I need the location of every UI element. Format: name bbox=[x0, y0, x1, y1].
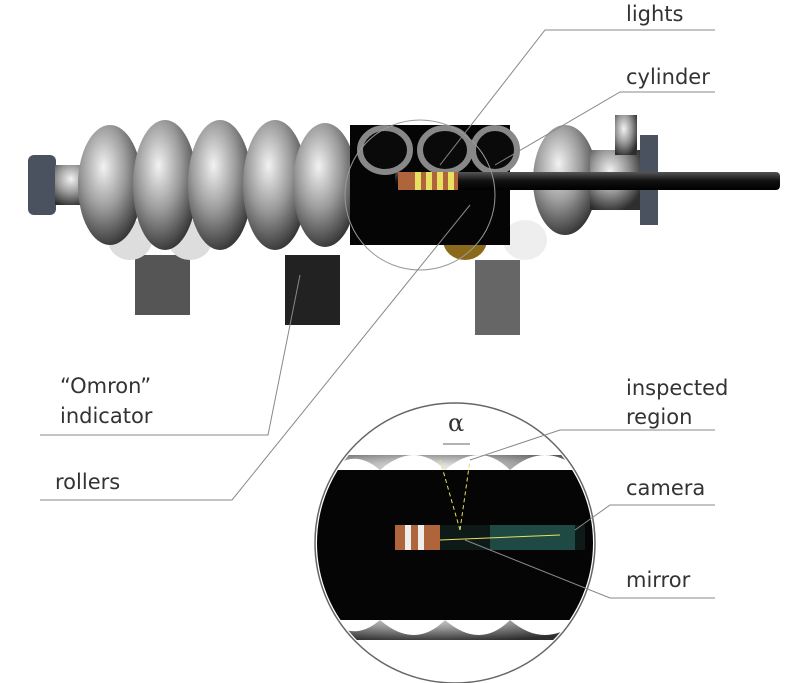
label-omron-line2: indicator bbox=[60, 404, 153, 428]
label-mirror: mirror bbox=[626, 568, 691, 592]
leader-lines bbox=[40, 29, 715, 599]
light-bands bbox=[415, 172, 454, 190]
label-rollers: rollers bbox=[55, 470, 121, 494]
label-camera: camera bbox=[626, 476, 706, 500]
label-inspected-line2: region bbox=[626, 405, 693, 429]
label-lights: lights bbox=[626, 2, 684, 26]
label-omron-line1: “Omron” bbox=[60, 374, 152, 398]
label-alpha: α bbox=[448, 409, 465, 437]
cylinder-rod bbox=[395, 172, 780, 190]
label-inspected-line1: inspected bbox=[626, 376, 729, 400]
detail-magnifier bbox=[314, 402, 596, 683]
label-cylinder: cylinder bbox=[626, 65, 710, 89]
